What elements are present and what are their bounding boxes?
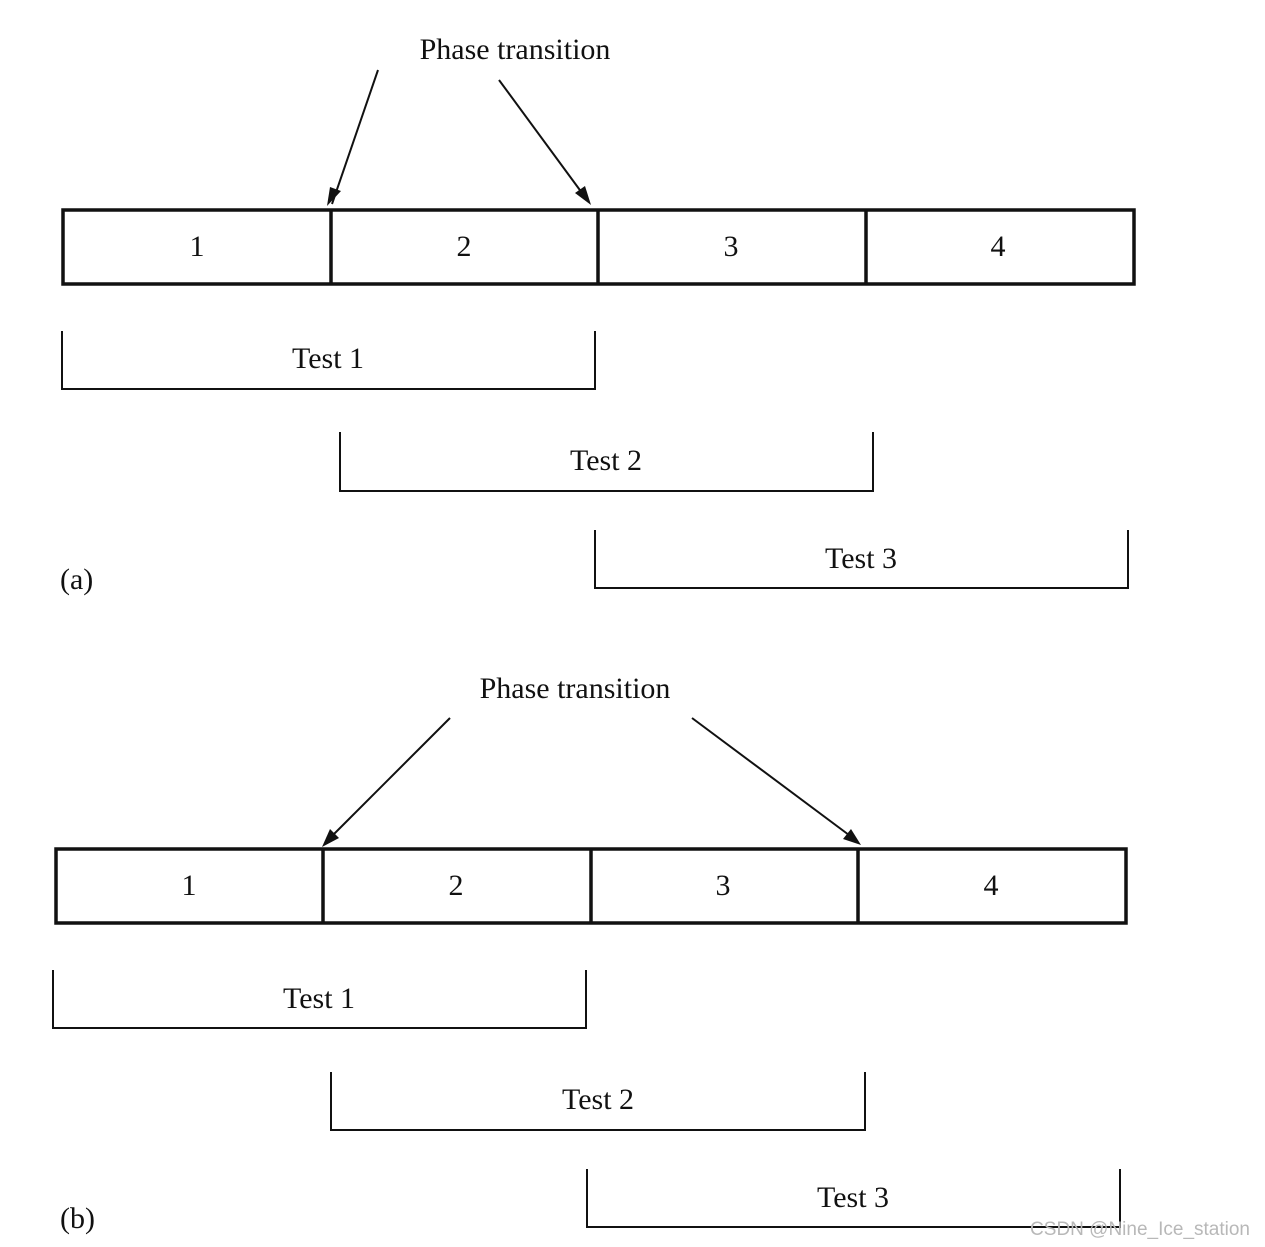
segment-number: 2 xyxy=(457,230,472,263)
phase-arrow-right xyxy=(498,79,586,198)
segment-number: 1 xyxy=(182,869,197,902)
segment-number: 4 xyxy=(991,230,1006,263)
segment-number: 2 xyxy=(449,869,464,902)
arrowhead-left xyxy=(322,829,339,847)
segment-number: 3 xyxy=(724,230,739,263)
test-label: Test 3 xyxy=(825,542,897,575)
test-label: Test 3 xyxy=(817,1181,889,1214)
panel-label: (a) xyxy=(60,563,93,596)
phase-arrow-left xyxy=(329,717,451,839)
phase-transition-label: Phase transition xyxy=(420,33,611,66)
test-label: Test 1 xyxy=(292,342,364,375)
test-label: Test 2 xyxy=(562,1083,634,1116)
segment-number: 1 xyxy=(190,230,205,263)
test-label: Test 1 xyxy=(283,982,355,1015)
arrowhead-right xyxy=(843,829,861,845)
arrowhead-right xyxy=(575,186,591,205)
phase-arrow-left xyxy=(331,69,379,205)
watermark: CSDN @Nine_Ice_station xyxy=(1030,1219,1250,1240)
phase-transition-label: Phase transition xyxy=(480,672,671,705)
segment-number: 3 xyxy=(716,869,731,902)
test-bracket xyxy=(339,432,874,492)
test-bracket xyxy=(330,1072,866,1131)
test-bracket xyxy=(594,530,1129,589)
arrowhead-left xyxy=(327,187,341,206)
panel-b: Phase transition 1 2 3 4 Test 1 Test 2 T… xyxy=(52,672,1128,1235)
test-bracket xyxy=(586,1169,1121,1228)
panel-label: (b) xyxy=(60,1202,95,1235)
phase-arrow-right xyxy=(691,717,854,839)
test-bracket xyxy=(61,331,596,390)
segment-number: 4 xyxy=(984,869,999,902)
test-label: Test 2 xyxy=(570,444,642,477)
panel-a: Phase transition 1 2 3 4 Test 1 Test 2 T… xyxy=(60,33,1136,596)
test-bracket xyxy=(52,970,587,1029)
